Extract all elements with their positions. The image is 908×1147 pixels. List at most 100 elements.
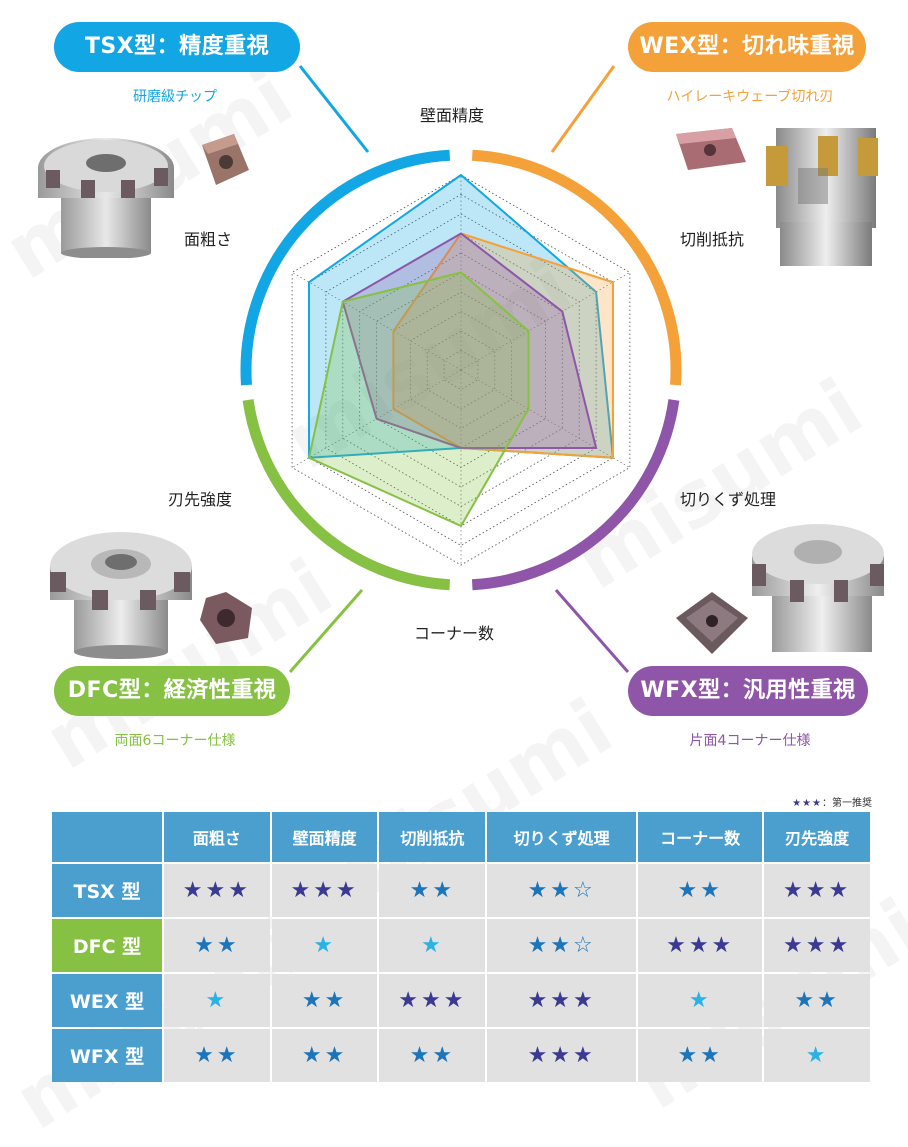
series-point (460, 272, 462, 273)
tsx-badge: TSX型：精度重視 (54, 22, 300, 72)
series-point (460, 233, 462, 234)
series-point (308, 457, 310, 459)
rating-cell: ★★★ (487, 974, 637, 1027)
wex-connector (550, 65, 616, 153)
series-point (392, 408, 394, 410)
grid-spoke (460, 272, 631, 371)
row-header: TSX 型 (52, 864, 162, 917)
series-point (376, 418, 378, 420)
rating-cell: ★★ (164, 919, 270, 972)
table-header-row: 面粗さ 壁面精度 切削抵抗 切りくず処理 コーナー数 刃先強度 (52, 812, 870, 862)
series-point (308, 281, 310, 283)
grid-spoke (291, 272, 462, 371)
series-point (612, 457, 614, 459)
rating-cell: ★★★ (164, 864, 270, 917)
row-header: WEX 型 (52, 974, 162, 1027)
series-point (528, 330, 530, 332)
legend-text: ：第一推奨 (822, 798, 872, 809)
comparison-table: 面粗さ 壁面精度 切削抵抗 切りくず処理 コーナー数 刃先強度 TSX 型★★★… (50, 810, 872, 1084)
grid-ring (409, 311, 513, 429)
wfx-badge: WFX型：汎用性重視 (628, 666, 868, 716)
rating-cell: ★ (271, 919, 378, 972)
table-row: WEX 型★★★★★★★★★★★★ (52, 974, 870, 1027)
rating-cell: ★★ (271, 1029, 378, 1082)
rating-cell: ★★☆ (487, 864, 637, 917)
series-point (561, 311, 563, 312)
rating-cell: ★★ (271, 974, 378, 1027)
dfc-ring-arc (242, 399, 451, 591)
dfc-cutter-image (50, 532, 192, 659)
grid-ring (443, 350, 479, 390)
series-point (612, 281, 614, 283)
wfx-insert-image (676, 592, 748, 654)
wfx-cutter-image (752, 524, 884, 652)
table-row: DFC 型★★★★★★☆★★★★★★ (52, 919, 870, 972)
table-row: TSX 型★★★★★★★★★★☆★★★★★ (52, 864, 870, 917)
series-point (460, 447, 462, 449)
axis-label-corners: コーナー数 (414, 624, 495, 643)
rating-cell: ★★★ (487, 1029, 637, 1082)
column-header: 切りくず処理 (487, 812, 637, 862)
rating-cell: ★★☆ (487, 919, 637, 972)
series-DFC型 (308, 271, 530, 527)
wex-subtitle: ハイレーキウェーブ切れ刃 (666, 89, 834, 105)
column-header: 壁面精度 (271, 812, 378, 862)
series-point (595, 291, 597, 293)
rating-cell: ★★ (638, 864, 763, 917)
column-header: 刃先強度 (764, 812, 870, 862)
series-point (528, 408, 530, 410)
series-point (595, 447, 597, 449)
axis-label-cutting-resistance: 切削抵抗 (680, 230, 745, 249)
table-row: WFX 型★★★★★★★★★★★★ (52, 1029, 870, 1082)
grid-ring (291, 174, 631, 566)
table-legend: ★★★：第一推奨 (792, 794, 872, 809)
rating-cell: ★ (164, 974, 270, 1027)
series-point (460, 525, 462, 527)
series-point (460, 174, 462, 176)
wfx-ring-arc (471, 399, 680, 591)
dfc-badge: DFC型：経済性重視 (54, 666, 290, 716)
column-header: 切削抵抗 (379, 812, 486, 862)
tsx-insert-image (202, 134, 249, 185)
column-header: コーナー数 (638, 812, 763, 862)
tsx-cutter-image (38, 138, 174, 258)
tsx-subtitle: 研磨級チップ (133, 89, 217, 105)
rating-cell: ★ (379, 919, 486, 972)
wfx-connector (554, 589, 630, 673)
rating-cell: ★★★ (638, 919, 763, 972)
row-header: WFX 型 (52, 1029, 162, 1082)
axis-label-wall: 壁面精度 (420, 106, 485, 125)
radar-chart (240, 65, 682, 673)
wex-ring-arc (471, 149, 682, 386)
rating-cell: ★ (764, 1029, 870, 1082)
dfc-connector (288, 589, 364, 673)
rating-cell: ★★★ (379, 974, 486, 1027)
axis-label-edge-strength: 刃先強度 (168, 490, 233, 509)
rating-cell: ★ (638, 974, 763, 1027)
grid-ring (426, 330, 496, 410)
dfc-subtitle: 両面6コーナー仕様 (114, 733, 236, 749)
rating-cell: ★★ (638, 1029, 763, 1082)
column-header: 面粗さ (164, 812, 270, 862)
rating-cell: ★★★ (764, 919, 870, 972)
series-point (392, 330, 394, 332)
series-point (342, 301, 344, 303)
axis-label-surface: 面粗さ (184, 230, 233, 249)
row-header: DFC 型 (52, 919, 162, 972)
table-corner (52, 812, 162, 862)
rating-cell: ★★ (379, 864, 486, 917)
legend-stars: ★★★ (792, 798, 822, 809)
rating-cell: ★★ (379, 1029, 486, 1082)
rating-cell: ★★★ (271, 864, 378, 917)
wex-badge: WEX型：切れ味重視 (628, 22, 866, 72)
axis-label-chip-control: 切りくず処理 (680, 490, 777, 509)
grid-spoke (460, 369, 631, 468)
wfx-subtitle: 片面4コーナー仕様 (689, 733, 811, 749)
wex-cutter-image (766, 128, 878, 266)
rating-cell: ★★ (164, 1029, 270, 1082)
dfc-insert-image (200, 592, 252, 644)
rating-cell: ★★★ (764, 864, 870, 917)
rating-cell: ★★ (764, 974, 870, 1027)
tsx-connector (298, 65, 370, 153)
tsx-ring-arc (240, 149, 451, 386)
